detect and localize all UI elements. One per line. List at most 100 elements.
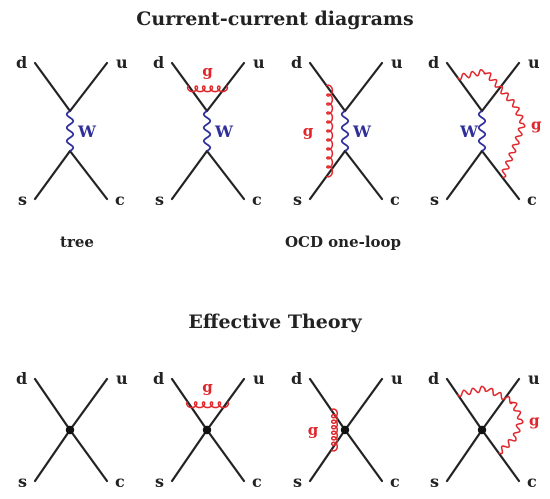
gluon-line: [456, 385, 524, 455]
label-d: d: [291, 53, 302, 72]
leg-c: [343, 428, 384, 483]
label-c: c: [390, 190, 400, 209]
leg-s: [170, 428, 209, 483]
label-u: u: [391, 53, 403, 72]
label-c: c: [115, 472, 125, 491]
label-c: c: [527, 190, 537, 209]
caption-qcd-one-loop: OCD one-loop: [285, 233, 401, 251]
leg-c: [68, 428, 109, 483]
label-d: d: [428, 369, 439, 388]
gluon-line: [326, 84, 334, 178]
leg-c: [205, 149, 246, 201]
leg-u: [480, 377, 521, 432]
leg-c: [205, 428, 246, 483]
label-d: d: [16, 53, 27, 72]
label-c: c: [252, 190, 262, 209]
label-g: g: [303, 122, 314, 140]
label-c: c: [252, 472, 262, 491]
w-boson-propagator: [340, 110, 350, 152]
leg-d: [445, 61, 484, 113]
label-u: u: [528, 369, 540, 388]
leg-d: [170, 61, 209, 113]
caption-tree: tree: [60, 233, 94, 251]
label-s: s: [293, 472, 302, 491]
leg-d: [445, 377, 484, 432]
diagram-effective-2: d u s c g: [153, 369, 265, 491]
leg-c: [68, 149, 109, 201]
leg-d: [308, 61, 347, 113]
label-s: s: [18, 472, 27, 491]
leg-u: [68, 377, 109, 432]
label-s: s: [293, 190, 302, 209]
label-s: s: [155, 472, 164, 491]
label-g: g: [202, 378, 213, 396]
leg-s: [445, 428, 484, 483]
label-u: u: [253, 369, 265, 388]
vertex-dot: [202, 425, 212, 435]
label-w: W: [352, 122, 372, 141]
leg-u: [205, 61, 246, 113]
diagram-full-1: d u s c W: [16, 53, 128, 209]
label-w: W: [214, 122, 234, 141]
label-g: g: [531, 115, 542, 133]
label-d: d: [153, 53, 164, 72]
label-d: d: [428, 53, 439, 72]
label-w: W: [459, 122, 479, 141]
label-u: u: [528, 53, 540, 72]
label-u: u: [253, 53, 265, 72]
label-u: u: [391, 369, 403, 388]
label-s: s: [430, 190, 439, 209]
label-s: s: [155, 190, 164, 209]
w-boson-propagator: [477, 110, 487, 152]
leg-u: [68, 61, 109, 113]
label-c: c: [390, 472, 400, 491]
diagram-full-2: d u s c Wg: [153, 53, 265, 209]
heading-current-current: Current-current diagrams: [136, 8, 413, 30]
label-d: d: [153, 369, 164, 388]
leg-s: [445, 149, 484, 201]
leg-u: [205, 377, 246, 432]
leg-s: [170, 149, 209, 201]
gluon-line: [330, 408, 339, 452]
heading-effective-theory: Effective Theory: [188, 311, 362, 333]
gluon-line: [185, 401, 230, 409]
diagram-effective-4: d u s c g: [428, 369, 540, 491]
leg-d: [170, 377, 209, 432]
leg-s: [33, 149, 72, 201]
diagram-row-effective: d u s c d u s c g d u s c g d u s c g: [16, 369, 540, 491]
diagram-full-3: d u s c Wg: [291, 53, 403, 209]
label-u: u: [116, 369, 128, 388]
label-g: g: [529, 412, 540, 430]
leg-d: [33, 61, 72, 113]
leg-d: [33, 377, 72, 432]
label-d: d: [291, 369, 302, 388]
label-g: g: [202, 62, 213, 80]
label-c: c: [115, 190, 125, 209]
leg-s: [33, 428, 72, 483]
leg-u: [343, 377, 384, 432]
label-u: u: [116, 53, 128, 72]
leg-c: [343, 149, 384, 201]
vertex-dot: [340, 425, 350, 435]
gluon-line: [456, 68, 526, 179]
w-boson-propagator: [65, 110, 75, 152]
vertex-dot: [65, 425, 75, 435]
leg-u: [343, 61, 384, 113]
label-w: W: [77, 122, 97, 141]
diagram-effective-1: d u s c: [16, 369, 128, 491]
label-s: s: [430, 472, 439, 491]
label-g: g: [308, 421, 319, 439]
leg-c: [480, 149, 521, 201]
leg-s: [308, 428, 347, 483]
leg-s: [308, 149, 347, 201]
leg-c: [480, 428, 521, 483]
label-d: d: [16, 369, 27, 388]
label-c: c: [527, 472, 537, 491]
diagram-effective-3: d u s c g: [291, 369, 403, 491]
label-s: s: [18, 190, 27, 209]
gluon-line: [186, 85, 229, 93]
